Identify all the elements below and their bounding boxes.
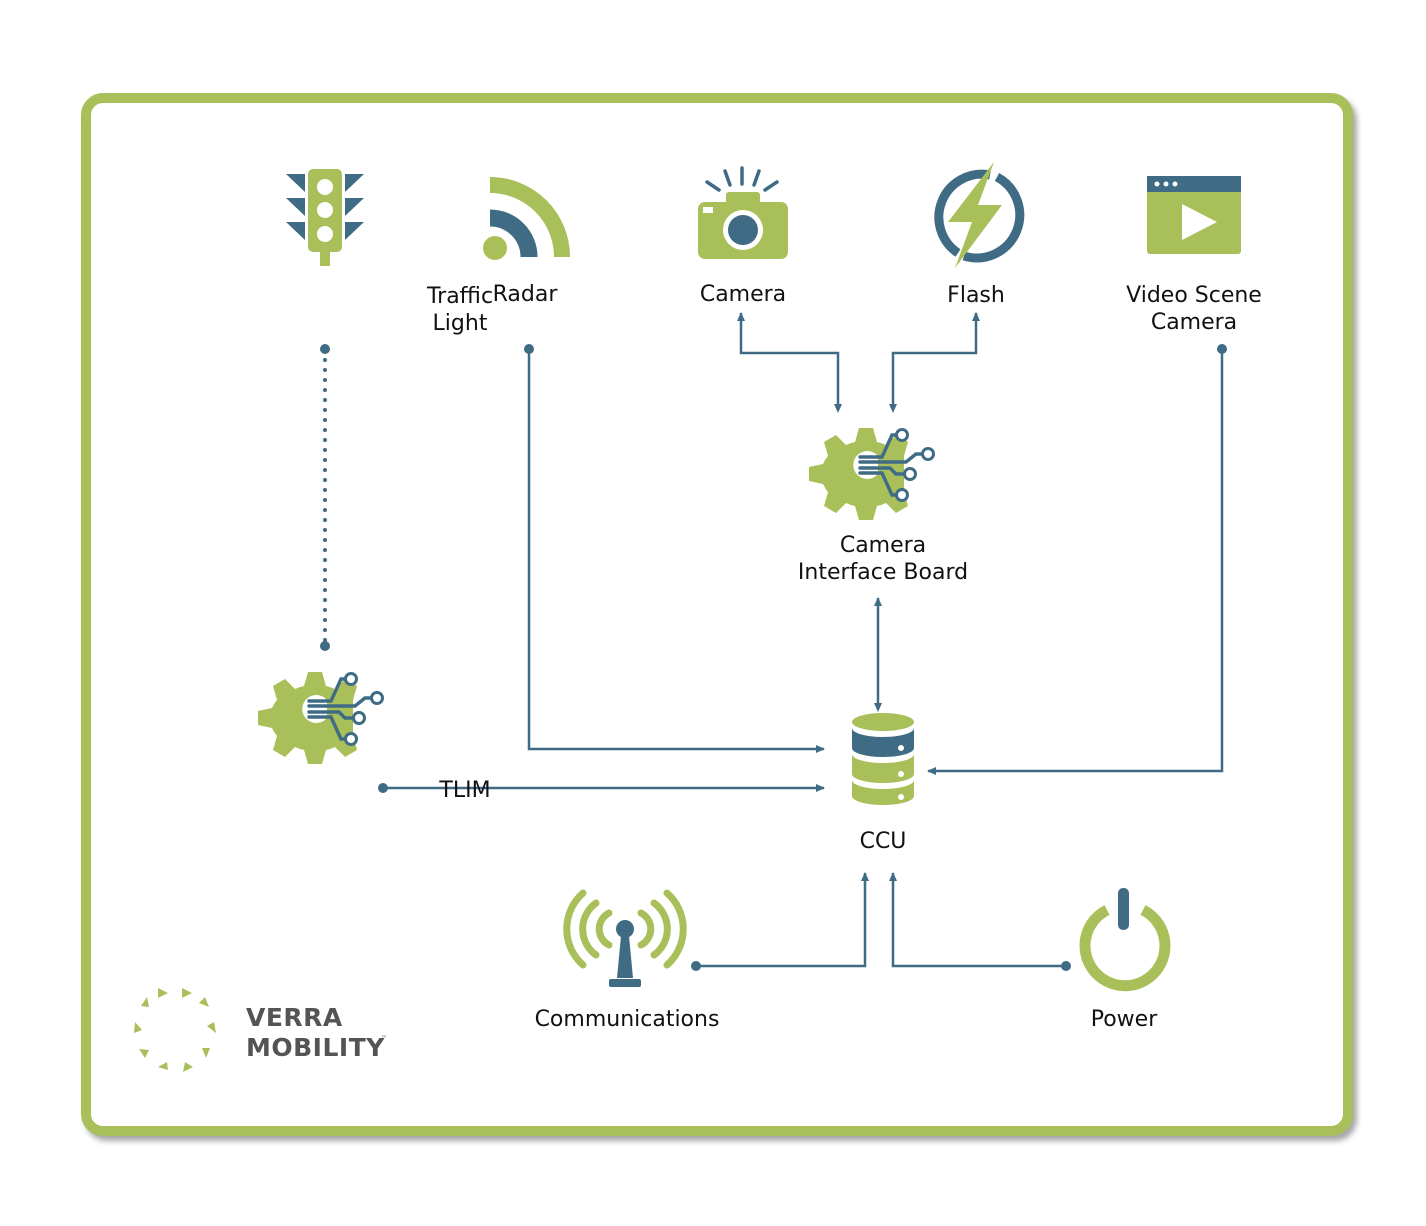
edge-comms-ccu <box>696 872 869 968</box>
lightning-bolt-icon <box>934 162 1025 268</box>
camera-icon <box>698 166 788 259</box>
gear-circuit-icon <box>807 426 936 522</box>
video-play-icon <box>1147 176 1241 254</box>
edge-video-ccu <box>927 350 1224 775</box>
verra-mobility-logo: VERRA MOBILITY <box>246 1003 385 1062</box>
antenna-broadcast-icon <box>563 889 687 987</box>
node-label-power: Power <box>1090 1007 1158 1032</box>
node-label-flash: Flash <box>947 283 1005 308</box>
radar-signal-icon <box>483 177 570 260</box>
edges <box>320 312 1227 971</box>
node-label-camera: Camera <box>699 282 787 307</box>
edge-cib-flash <box>889 312 980 413</box>
verra-mobility-logo-mark <box>134 988 216 1072</box>
diagram-frame <box>81 93 1353 1136</box>
node-label-communications: Communications <box>534 1007 720 1032</box>
traffic-light-icon <box>286 169 364 266</box>
node-label-tlim: TLIM <box>439 778 491 803</box>
trademark-symbol: ™ <box>381 1035 387 1042</box>
power-button-icon <box>1079 888 1171 992</box>
node-label-radar: Radar <box>492 282 558 307</box>
node-label-camera-interface-board: Camera Interface Board <box>797 533 969 585</box>
node-label-ccu: CCU <box>859 829 907 854</box>
edge-cib-camera <box>737 312 842 413</box>
node-label-video-scene-camera: Video Scene Camera <box>1126 283 1262 335</box>
database-server-icon <box>852 713 914 805</box>
gear-circuit-icon <box>256 670 385 766</box>
node-label-traffic-light: Traffic Light <box>426 284 494 336</box>
edge-radar-ccu <box>527 350 825 753</box>
edge-power-ccu <box>889 872 1066 968</box>
